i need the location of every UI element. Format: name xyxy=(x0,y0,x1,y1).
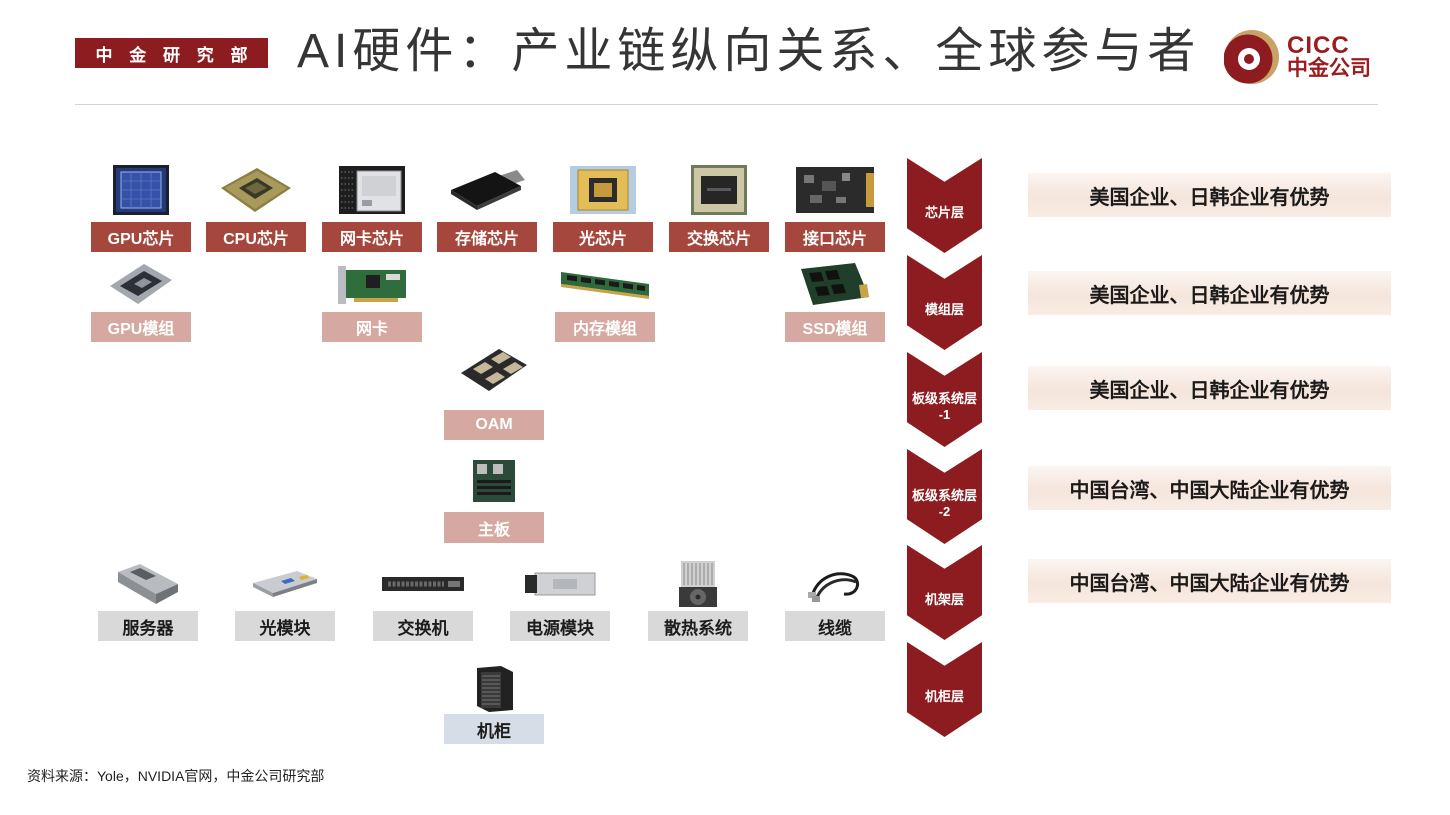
layer-chevron-module: 模组层 xyxy=(907,255,982,350)
layer-label: 机柜层 xyxy=(924,688,964,704)
optical-module-image xyxy=(235,556,335,612)
interface-chip-image xyxy=(785,164,885,216)
layer-label: 芯片层 xyxy=(924,204,964,220)
optical-chip-label: 光芯片 xyxy=(553,222,653,252)
layer-chevron-rack: 机架层 xyxy=(907,545,982,640)
gpu-chip-image xyxy=(91,164,191,216)
layer-label: 模组层 xyxy=(924,301,964,317)
power-module-label: 电源模块 xyxy=(510,611,610,641)
layer-label: 板级系统层 xyxy=(911,487,977,503)
cabinet-image xyxy=(444,662,544,714)
cpu-chip-label: CPU芯片 xyxy=(206,222,306,252)
cooling-system-image xyxy=(648,556,748,612)
layer-label: 板级系统层 xyxy=(911,390,977,406)
advantage-board-1-layer: 美国企业、日韩企业有优势 xyxy=(1028,366,1391,410)
power-module-image xyxy=(510,556,610,612)
gpu-module-label: GPU模组 xyxy=(91,312,191,342)
interface-chip-label: 接口芯片 xyxy=(785,222,885,252)
header-divider xyxy=(75,104,1378,105)
cpu-chip-image xyxy=(206,164,306,216)
department-badge: 中 金 研 究 部 xyxy=(75,38,268,68)
memory-module-label: 内存模组 xyxy=(555,312,655,342)
layer-chevron-board-2: 板级系统层 -2 xyxy=(907,449,982,544)
nic-chip-image xyxy=(322,164,422,216)
advantage-chip-layer: 美国企业、日韩企业有优势 xyxy=(1028,173,1391,217)
switch-label: 交换机 xyxy=(373,611,473,641)
motherboard-label: 主板 xyxy=(444,512,544,543)
cable-image xyxy=(785,556,885,612)
logo-name-cn: 中金公司 xyxy=(1287,57,1371,80)
switch-chip-label: 交换芯片 xyxy=(669,222,769,252)
source-note: 资料来源：Yole，NVIDIA官网，中金公司研究部 xyxy=(27,768,325,784)
memory-chip-label: 存储芯片 xyxy=(437,222,537,252)
switch-image xyxy=(373,556,473,612)
layer-chevron-board-1: 板级系统层 -1 xyxy=(907,352,982,447)
optical-module-label: 光模块 xyxy=(235,611,335,641)
nic-chip-label: 网卡芯片 xyxy=(322,222,422,252)
advantage-board-2-layer: 中国台湾、中国大陆企业有优势 xyxy=(1028,466,1391,510)
page-title: AI硬件：产业链纵向关系、全球参与者 xyxy=(297,25,1201,78)
gpu-module-image xyxy=(91,257,191,311)
logo-name-en: CICC xyxy=(1287,32,1350,59)
memory-module-image xyxy=(555,257,655,311)
layer-label-suffix: -1 xyxy=(938,406,951,422)
cicc-logo-icon xyxy=(1223,29,1280,85)
layer-label: 机架层 xyxy=(924,591,964,607)
gpu-chip-label: GPU芯片 xyxy=(91,222,191,252)
advantage-module-layer: 美国企业、日韩企业有优势 xyxy=(1028,271,1391,315)
oam-label: OAM xyxy=(444,410,544,440)
server-image xyxy=(98,556,198,612)
cabinet-label: 机柜 xyxy=(444,714,544,744)
motherboard-image xyxy=(444,456,544,506)
cable-label: 线缆 xyxy=(785,611,885,641)
oam-image xyxy=(444,343,544,397)
cooling-system-label: 散热系统 xyxy=(648,611,748,641)
nic-card-label: 网卡 xyxy=(322,312,422,342)
optical-chip-image xyxy=(553,164,653,216)
server-label: 服务器 xyxy=(98,611,198,641)
memory-chip-image xyxy=(437,164,537,216)
layer-chevron-chip: 芯片层 xyxy=(907,158,982,253)
ssd-module-label: SSD模组 xyxy=(785,312,885,342)
advantage-rack-layer: 中国台湾、中国大陆企业有优势 xyxy=(1028,559,1391,603)
nic-card-image xyxy=(322,257,422,311)
switch-chip-image xyxy=(669,164,769,216)
layer-chevron-cabinet: 机柜层 xyxy=(907,642,982,737)
ssd-module-image xyxy=(785,257,885,311)
layer-label-suffix: -2 xyxy=(938,503,951,519)
